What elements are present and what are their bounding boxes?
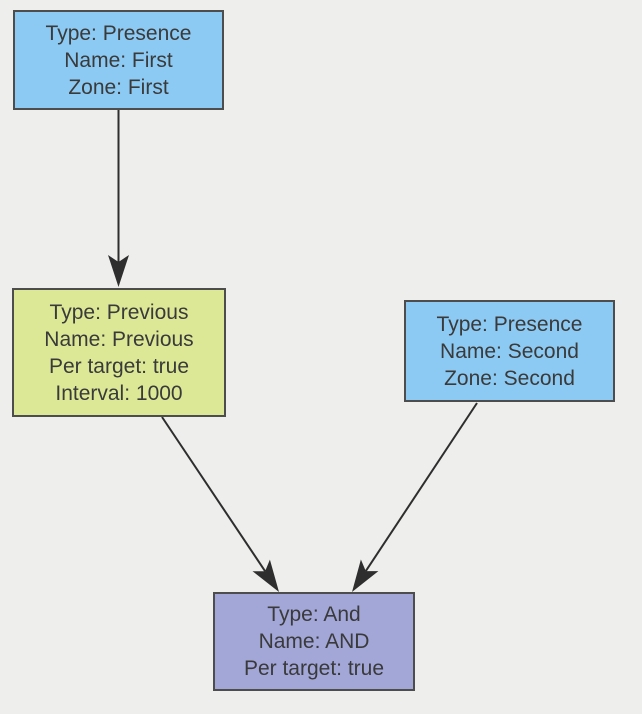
arrowhead-icon	[352, 559, 379, 592]
node-label-line: Per target: true	[243, 657, 385, 680]
node-label-line: Name: AND	[258, 630, 370, 653]
node-label-line: Type: And	[267, 603, 361, 626]
node-label-line: Name: First	[64, 48, 173, 72]
node-label-line: Name: Second	[440, 339, 579, 363]
node-label-line: Per target: true	[48, 354, 190, 378]
node-label-line: Type: Presence	[436, 312, 583, 336]
edge-previous-and	[161, 416, 266, 572]
node-label-line: Interval: 1000	[55, 381, 183, 405]
arrowhead-icon	[252, 559, 279, 592]
node-label-line: Zone: First	[68, 75, 169, 99]
arrowhead-icon	[108, 255, 129, 287]
node-label-line: Type: Presence	[45, 21, 192, 45]
node-label-line: Name: Previous	[44, 327, 194, 351]
node-label-line: Type: Previous	[49, 300, 189, 324]
node-label-line: Zone: Second	[444, 366, 575, 390]
edge-second-and	[364, 402, 478, 572]
